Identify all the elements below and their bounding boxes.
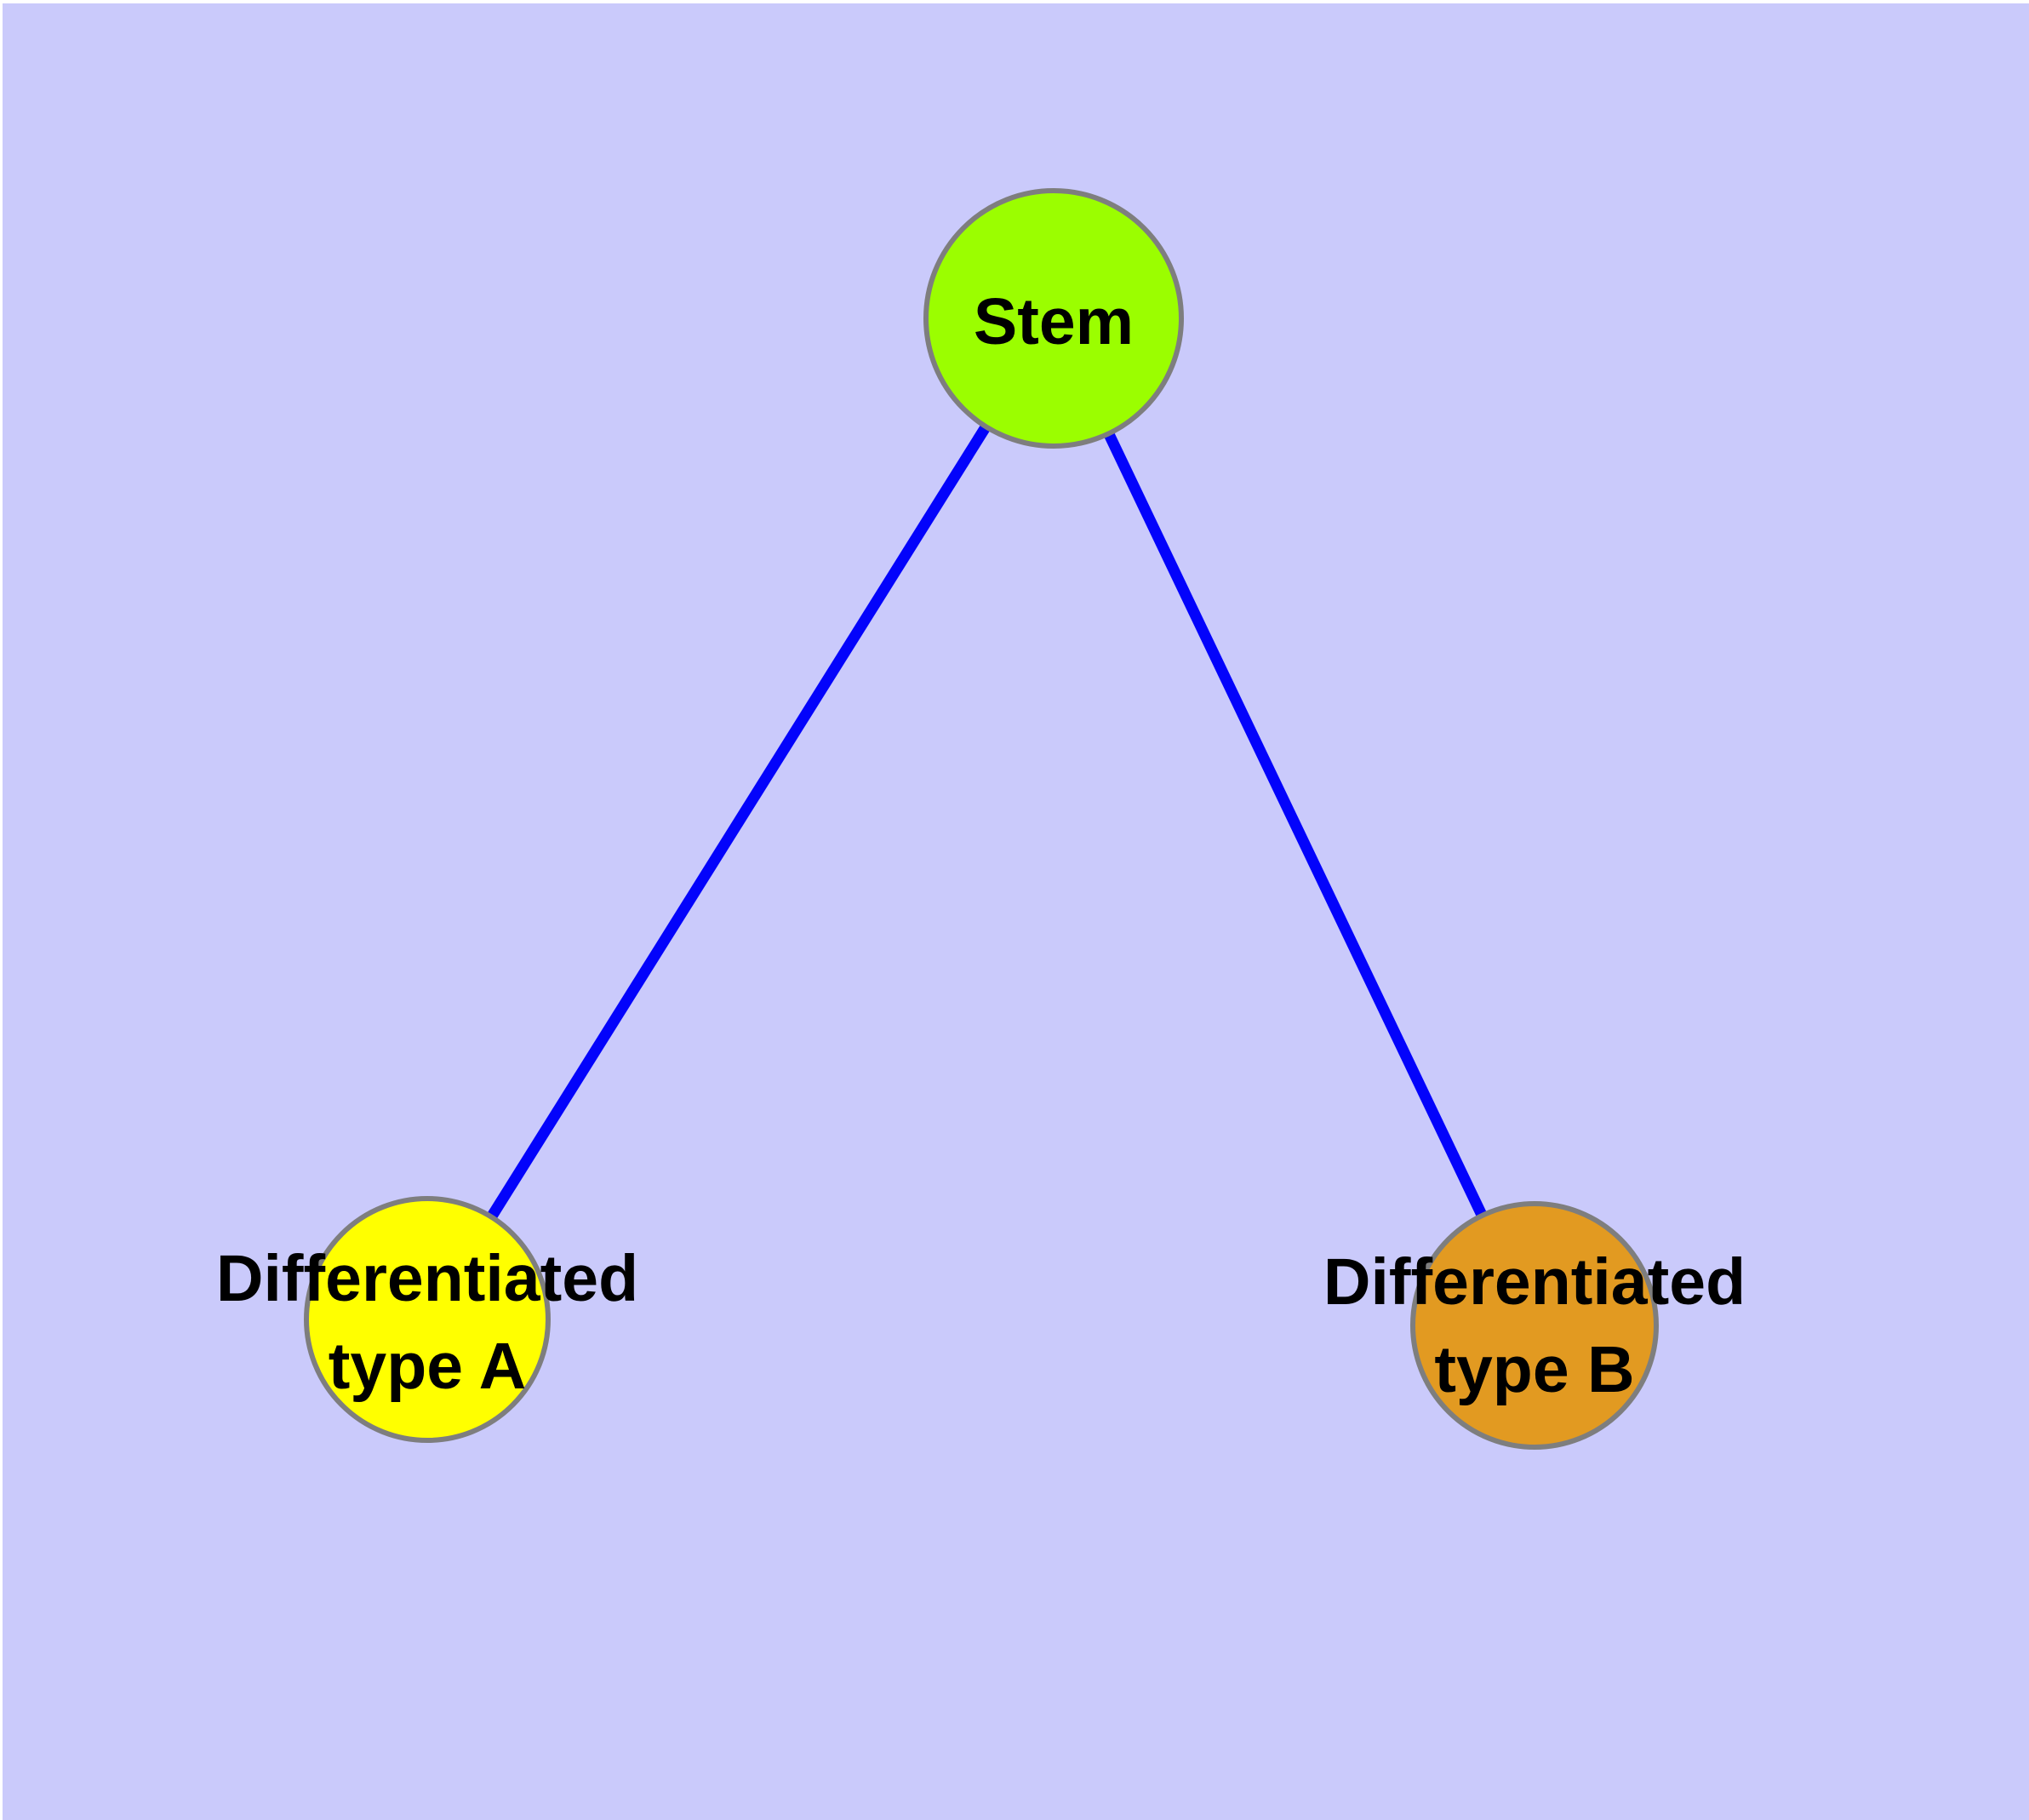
node-type-a-label-line1: Differentiated [216, 1242, 638, 1315]
frame-edge-top [0, 0, 2029, 3]
node-stem [923, 188, 1184, 449]
frame-edge-left [0, 0, 3, 1820]
edge-stem-to-type-b [1049, 316, 1540, 1328]
node-type-a [304, 1196, 551, 1443]
node-type-b-label-line1: Differentiated [1323, 1245, 1746, 1319]
edge-stem-to-type-a [422, 315, 1059, 1323]
node-type-a-label-line2: type A [329, 1330, 526, 1403]
node-type-b-label-line2: type B [1434, 1333, 1634, 1406]
node-type-b [1410, 1201, 1659, 1450]
node-stem-label: Stem [974, 285, 1134, 358]
